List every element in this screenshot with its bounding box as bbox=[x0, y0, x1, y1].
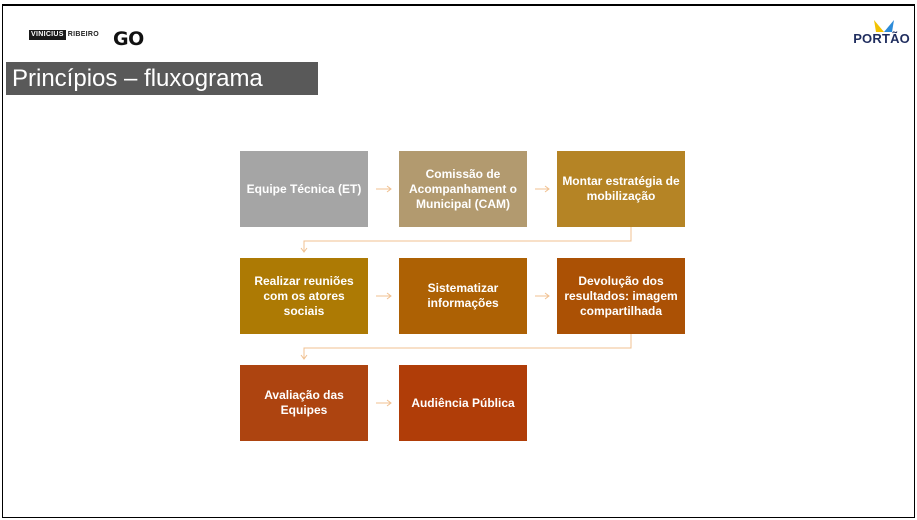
logo-left-vr-box: VINICIUS bbox=[29, 30, 66, 40]
flow-node-avaliacao: Avaliação das Equipes bbox=[240, 365, 368, 441]
flow-node-mobilizacao: Montar estratégia de mobilização bbox=[557, 151, 685, 227]
flow-node-devolucao: Devolução dos resultados: imagem compart… bbox=[557, 258, 685, 334]
logo-left-go: GO bbox=[113, 28, 144, 50]
flow-connector-avaliacao-audiencia bbox=[376, 399, 392, 407]
flow-node-sistematizar: Sistematizar informações bbox=[399, 258, 527, 334]
flow-node-reunioes: Realizar reuniões com os atores sociais bbox=[240, 258, 368, 334]
vinicius-ribeiro-go-logo: VINICIUS RIBEIRO GO bbox=[29, 30, 144, 54]
logo-left-vr-word: RIBEIRO bbox=[67, 31, 100, 38]
flow-connector-sistematizar-devolucao bbox=[535, 292, 550, 300]
flow-node-cam: Comissão de Acompanhament o Municipal (C… bbox=[399, 151, 527, 227]
slide-title: Princípios – fluxograma bbox=[6, 62, 318, 95]
flow-node-et: Equipe Técnica (ET) bbox=[240, 151, 368, 227]
portao-logo: PORTÃO bbox=[850, 18, 910, 52]
flow-connector-cam-mobilizacao bbox=[535, 185, 550, 193]
flow-connector-reunioes-sistematizar bbox=[376, 292, 392, 300]
portao-flag-icon bbox=[874, 20, 894, 32]
flow-node-audiencia: Audiência Pública bbox=[399, 365, 527, 441]
flow-connector-et-cam bbox=[376, 185, 392, 193]
flow-connector-mobilizacao-reunioes bbox=[300, 227, 632, 253]
logo-right-name: PORTÃO bbox=[853, 31, 910, 46]
flow-connector-devolucao-avaliacao bbox=[300, 334, 632, 360]
